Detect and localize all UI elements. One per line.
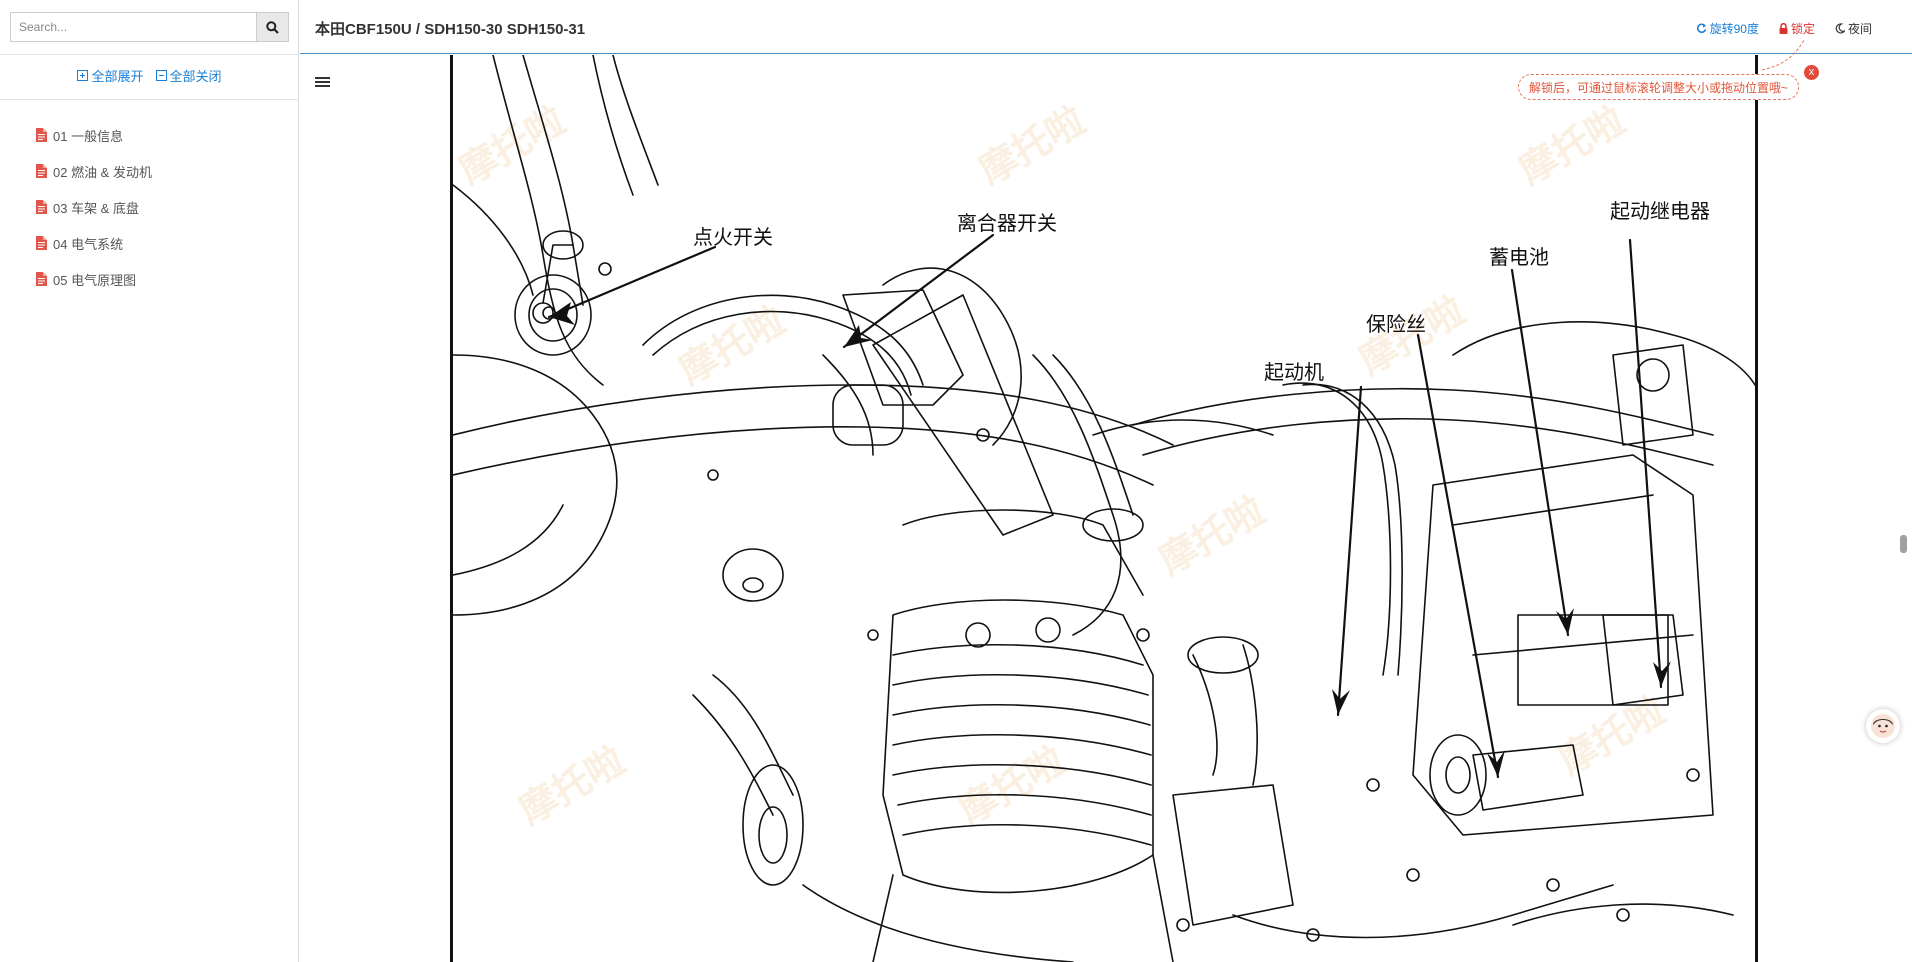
lock-icon — [1779, 23, 1788, 34]
expand-all-label: 全部展开 — [91, 69, 144, 84]
label-starter-motor: 起动机 — [1264, 360, 1324, 384]
tree-item-wiring-diagram[interactable]: 05 电气原理图 — [36, 261, 152, 297]
night-mode-button[interactable]: 夜间 — [1835, 20, 1872, 37]
label-clutch-switch: 离合器开关 — [957, 211, 1057, 235]
tree-item-fuel-engine[interactable]: 02 燃油 & 发动机 — [36, 153, 152, 189]
search-bar — [10, 12, 289, 42]
tree-item-frame-chassis[interactable]: 03 车架 & 底盘 — [36, 189, 152, 225]
lock-button[interactable]: 锁定 — [1779, 20, 1815, 37]
collapse-all-label: 全部关闭 — [169, 69, 222, 84]
rotate-label: 旋转90度 — [1709, 22, 1759, 36]
header-toolbar: 旋转90度 锁定 夜间 — [1696, 20, 1872, 37]
schematic-figure[interactable]: 摩托啦 摩托啦 摩托啦 摩托啦 摩托啦 摩托啦 摩托啦 摩托啦 摩托啦 — [450, 55, 1758, 962]
document-title: 本田CBF150U / SDH150-30 SDH150-31 — [315, 21, 586, 38]
assistant-avatar[interactable] — [1866, 709, 1900, 743]
pdf-file-icon — [36, 200, 47, 214]
plus-square-icon — [77, 70, 89, 81]
collapse-all-button[interactable]: 全部关闭 — [155, 66, 222, 85]
tree-actions: 全部展开 全部关闭 — [0, 66, 299, 85]
divider — [0, 99, 299, 100]
document-header: 本田CBF150U / SDH150-30 SDH150-31 旋转90度 锁定… — [300, 0, 1912, 54]
pdf-file-icon — [36, 164, 47, 178]
tip-pointer-line — [1761, 39, 1805, 71]
rotate-icon — [1696, 23, 1706, 34]
tree-item-label: 05 电气原理图 — [53, 272, 137, 288]
label-ignition-switch: 点火开关 — [693, 225, 773, 249]
pdf-file-icon — [36, 272, 47, 286]
tree-item-label: 01 一般信息 — [53, 128, 124, 144]
search-icon — [266, 20, 279, 34]
expand-all-button[interactable]: 全部展开 — [77, 66, 144, 85]
callout-arrows — [547, 233, 1663, 779]
tree-item-electrical-system[interactable]: 04 电气系统 — [36, 225, 152, 261]
motorcycle-line-drawing — [453, 55, 1755, 962]
divider — [0, 54, 299, 55]
pdf-file-icon — [36, 128, 47, 142]
lock-label: 锁定 — [1790, 22, 1815, 36]
night-label: 夜间 — [1847, 22, 1872, 36]
sidebar: 全部展开 全部关闭 01 一般信息 02 燃油 & 发动机 03 车架 & 底盘… — [0, 0, 299, 962]
minus-square-icon — [155, 70, 167, 81]
scrollbar-thumb[interactable] — [1900, 535, 1907, 553]
tree-item-general-info[interactable]: 01 一般信息 — [36, 117, 152, 153]
tree-item-label: 04 电气系统 — [53, 236, 124, 252]
chapter-tree: 01 一般信息 02 燃油 & 发动机 03 车架 & 底盘 04 电气系统 0… — [36, 117, 152, 297]
search-button[interactable] — [256, 12, 289, 42]
avatar-face-icon — [1871, 714, 1895, 738]
rotate-button[interactable]: 旋转90度 — [1696, 20, 1759, 37]
label-starter-relay: 起动继电器 — [1610, 199, 1710, 223]
document-viewer: 摩托啦 摩托啦 摩托啦 摩托啦 摩托啦 摩托啦 摩托啦 摩托啦 摩托啦 — [300, 55, 1912, 962]
moon-icon — [1835, 23, 1845, 34]
search-input[interactable] — [10, 12, 256, 42]
tree-item-label: 02 燃油 & 发动机 — [53, 164, 152, 180]
hamburger-menu-icon[interactable] — [315, 77, 330, 89]
unlock-tip: 解锁后，可通过鼠标滚轮调整大小或拖动位置哦~ — [1518, 74, 1800, 100]
label-battery: 蓄电池 — [1489, 245, 1549, 269]
label-fuse: 保险丝 — [1366, 312, 1426, 336]
arrowheads — [549, 302, 1671, 777]
tree-item-label: 03 车架 & 底盘 — [53, 200, 139, 216]
pdf-file-icon — [36, 236, 47, 250]
tip-close-button[interactable]: x — [1804, 65, 1819, 80]
